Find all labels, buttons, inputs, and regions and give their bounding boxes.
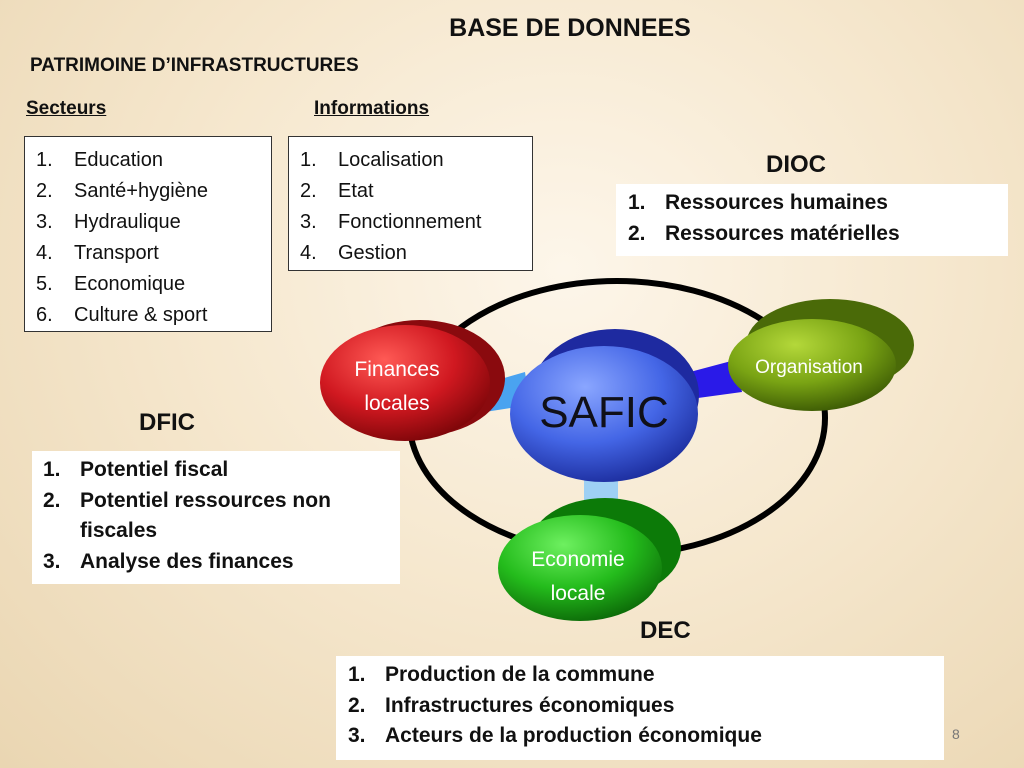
safic-label: SAFIC xyxy=(539,388,669,437)
list-item: 2.Infrastructures économiques xyxy=(348,693,675,717)
secteurs-box: 1.Education 2.Santé+hygiène 3.Hydrauliqu… xyxy=(24,136,272,332)
list-item: 3.Acteurs de la production économique xyxy=(348,724,762,747)
list-item: 3.Analyse des finances xyxy=(43,549,294,573)
page-subtitle: PATRIMOINE D’INFRASTRUCTURES xyxy=(30,55,359,76)
finances-node xyxy=(320,320,505,441)
list-item: 2.Ressources matérielles xyxy=(628,221,900,245)
safic-center-node xyxy=(510,329,699,482)
list-item: 4.Gestion xyxy=(300,242,407,264)
list-item: 1.Potentiel fiscal xyxy=(43,458,229,481)
list-item: 1.Education xyxy=(36,149,163,171)
list-item: 4.Transport xyxy=(36,242,159,264)
list-item: 2.Santé+hygiène xyxy=(36,180,209,202)
list-item: 5.Economique xyxy=(36,273,186,295)
list-item: 3.Hydraulique xyxy=(36,211,181,233)
secteurs-heading: Secteurs xyxy=(26,98,107,119)
list-item: 1.Localisation xyxy=(300,149,444,171)
dec-label: DEC xyxy=(640,617,691,644)
list-item: 3.Fonctionnement xyxy=(300,211,482,233)
economie-node xyxy=(498,498,681,621)
dec-box: 1.Production de la commune 2.Infrastruct… xyxy=(336,656,944,760)
dfic-label: DFIC xyxy=(139,409,195,436)
page-number: 8 xyxy=(952,726,960,742)
list-item: 6.Culture & sport xyxy=(36,304,208,326)
economie-label: Economie locale xyxy=(531,548,625,605)
list-item: 1.Production de la commune xyxy=(348,663,655,686)
list-item: 2.Etat xyxy=(300,180,374,202)
dioc-box: 1.Ressources humaines 2.Ressources matér… xyxy=(616,184,1008,256)
dfic-box: 1.Potentiel fiscal 2.Potentiel ressource… xyxy=(32,451,400,584)
list-item: 2.Potentiel ressources non fiscales xyxy=(43,488,331,543)
dioc-label: DIOC xyxy=(766,151,826,178)
list-item: 1.Ressources humaines xyxy=(628,191,888,214)
informations-heading: Informations xyxy=(314,98,430,119)
organisation-label: Organisation xyxy=(755,357,863,378)
page-title: BASE DE DONNEES xyxy=(449,14,691,42)
organisation-node xyxy=(728,299,914,411)
finances-label: Finances locales xyxy=(354,358,440,415)
informations-box: 1.Localisation 2.Etat 3.Fonctionnement 4… xyxy=(288,136,533,271)
